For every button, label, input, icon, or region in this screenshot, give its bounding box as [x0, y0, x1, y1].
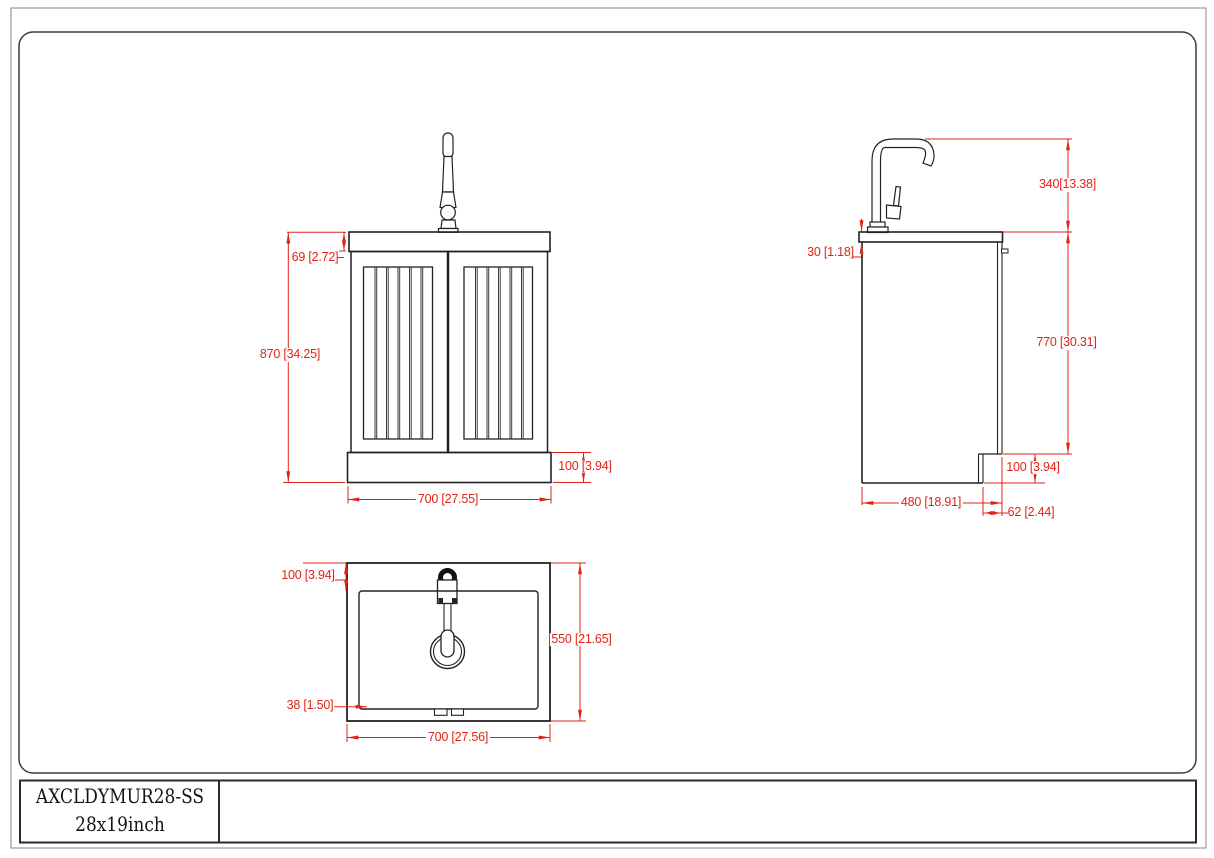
title-block-model-number: AXCLDYMUR28-SS	[35, 784, 204, 808]
door-handle-right-top	[450, 708, 465, 716]
dim-top-back-inset: 100 [3.94]	[281, 568, 335, 583]
door-handle-side	[1001, 248, 1009, 254]
door-handle-left-top	[433, 708, 448, 716]
dim-top-depth: 550 [21.65]	[549, 631, 614, 647]
faucet-front	[437, 132, 459, 233]
sink-basin-outline	[358, 590, 539, 710]
title-block-size: 28x19inch	[74, 812, 165, 836]
dim-side-body-height: 770 [30.31]	[1034, 335, 1099, 350]
dim-side-base-recess: 62 [2.44]	[1007, 505, 1055, 520]
page-border	[10, 7, 1207, 849]
dim-front-total-height: 870 [34.25]	[257, 347, 323, 362]
dim-front-base-height: 100 [3.94]	[556, 458, 614, 474]
title-block-frame	[19, 779, 1197, 844]
dim-top-width: 700 [27.56]	[425, 729, 491, 745]
dim-side-faucet-height: 340[13.38]	[1036, 177, 1099, 192]
front-dimensions	[283, 231, 591, 504]
base-front	[346, 451, 552, 484]
countertop-front	[348, 231, 551, 253]
faucet-handle-side	[892, 185, 902, 207]
dim-front-width: 700 [27.55]	[415, 491, 481, 507]
dim-top-side-inset: 38 [1.50]	[286, 698, 334, 713]
dim-front-counter-height: 69 [2.72]	[291, 250, 339, 265]
dim-side-counter-thickness: 30 [1.18]	[807, 245, 854, 260]
door-slats-right	[475, 267, 524, 439]
top-view	[346, 562, 551, 722]
countertop-side	[858, 231, 1004, 243]
faucet-spout-top	[440, 629, 455, 658]
faucet-top	[429, 568, 466, 670]
faucet-side	[866, 138, 935, 234]
dim-side-depth: 480 [18.91]	[898, 495, 964, 510]
dim-side-base-height: 100 [3.94]	[1004, 459, 1062, 475]
title-block-outline	[19, 779, 1197, 844]
cabinet-side-body	[861, 242, 1009, 484]
front-view	[346, 132, 552, 484]
side-view	[858, 138, 1009, 484]
door-slats-left	[374, 267, 424, 439]
